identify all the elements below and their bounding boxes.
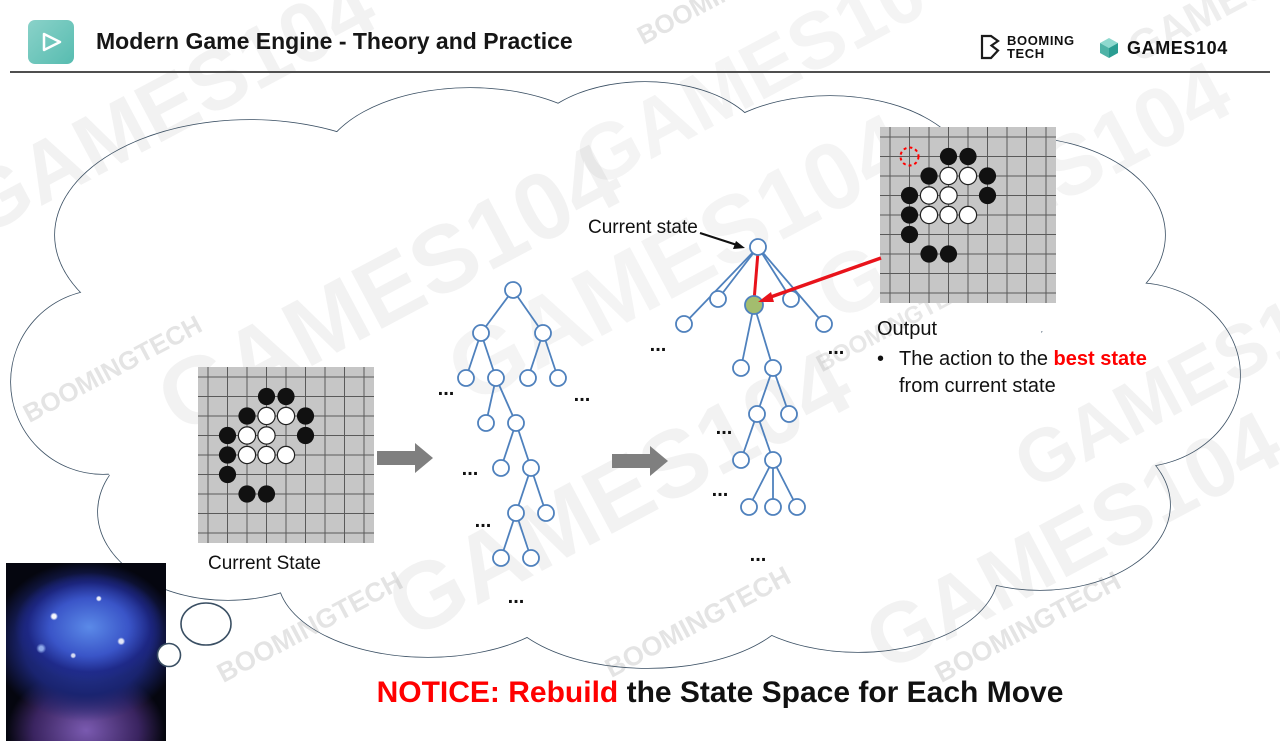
ellipsis: ... (574, 384, 591, 406)
tree2-nodes (675, 238, 833, 516)
booming-tech-icon (980, 34, 1000, 60)
page-title: Modern Game Engine - Theory and Practice (96, 28, 573, 54)
ellipsis: ... (475, 510, 492, 532)
ellipsis: ... (828, 337, 845, 359)
cube-icon (1100, 38, 1118, 58)
output-text: The action to the best state from curren… (899, 346, 1157, 400)
output-bullet: • The action to the best state from curr… (877, 346, 1157, 400)
search-tree-1: ... ... ... ... ... (438, 281, 591, 608)
booming-tech-text: BOOMING TECH (1007, 34, 1075, 60)
ellipsis: ... (716, 417, 733, 439)
output-text-post: from current state (899, 375, 1056, 397)
games104-logo: GAMES104 (1098, 36, 1228, 60)
best-action-edge (752, 251, 760, 302)
tree1-ellipses: ... ... ... ... ... (438, 378, 591, 608)
booming-line2: TECH (1007, 46, 1045, 61)
header-divider (10, 71, 1270, 73)
brain-photo (6, 563, 166, 741)
tree2-ellipses: ... ... ... ... ... (650, 334, 845, 566)
search-tree-2: ... ... ... ... ... (650, 238, 845, 566)
current-state-pointer-label: Current state (588, 217, 698, 238)
ellipsis: ... (650, 334, 667, 356)
notice-rest: the State Space for Each Move (618, 676, 1064, 709)
best-move-marker (899, 146, 920, 167)
booming-tech-logo: BOOMING TECH (978, 33, 1075, 61)
notice-highlight: NOTICE: Rebuild (376, 676, 619, 709)
games104-text: GAMES104 (1127, 37, 1228, 58)
best-state-node (744, 295, 764, 315)
booming-line1: BOOMING (1007, 33, 1075, 48)
ellipsis: ... (508, 586, 525, 608)
ellipsis: ... (438, 378, 455, 400)
current-state-label: Current State (208, 553, 321, 574)
go-board-output (880, 127, 1056, 303)
go-board-current-state (198, 367, 374, 543)
header: Modern Game Engine - Theory and Practice… (0, 0, 1280, 74)
ellipsis: ... (462, 458, 479, 480)
bullet-dot: • (877, 348, 885, 370)
tree1-nodes (457, 281, 567, 567)
app-logo (28, 20, 74, 64)
output-title: Output (877, 318, 938, 340)
notice-text: NOTICE: Rebuild the State Space for Each… (280, 676, 1160, 710)
current-state-node (749, 238, 767, 256)
play-triangle-icon (42, 32, 62, 52)
ellipsis: ... (750, 544, 767, 566)
output-text-pre: The action to the (899, 348, 1054, 370)
ellipsis: ... (712, 479, 729, 501)
output-text-highlight: best state (1053, 348, 1147, 370)
